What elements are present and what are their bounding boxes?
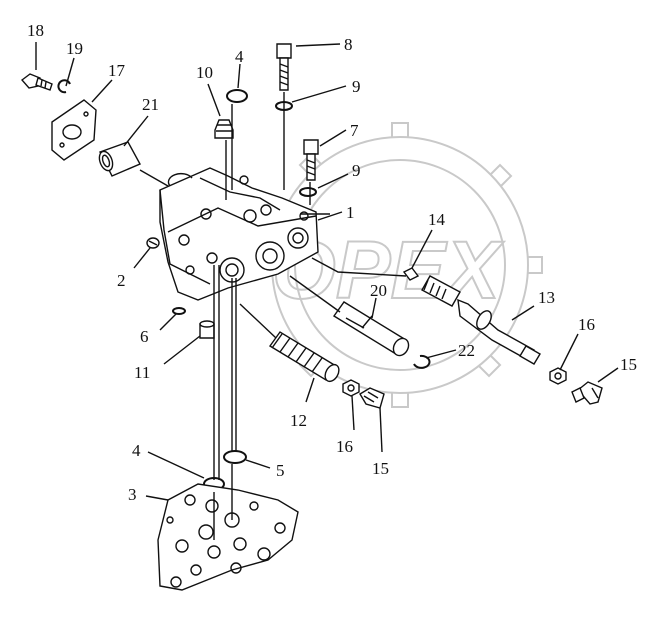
callout-7: 7 <box>350 121 359 140</box>
callout-labels: 18 19 17 21 10 4 8 9 7 9 1 14 2 20 13 6 … <box>27 21 637 504</box>
part-21-sleeve <box>98 141 141 177</box>
callout-19: 19 <box>66 39 83 58</box>
callout-15-center: 15 <box>372 459 389 478</box>
callout-18: 18 <box>27 21 44 40</box>
callout-17: 17 <box>108 61 126 80</box>
callout-4-top: 4 <box>235 47 244 66</box>
part-6-oring <box>172 307 186 315</box>
callout-9-lower: 9 <box>352 161 361 180</box>
callout-15-right: 15 <box>620 355 637 374</box>
callout-14: 14 <box>428 210 446 229</box>
part-12-spool-spring <box>268 331 340 383</box>
part-15-adjust-screw-center <box>359 387 385 409</box>
part-17-plate <box>51 99 97 161</box>
callout-2: 2 <box>117 271 126 290</box>
part-7-bolt <box>303 139 319 181</box>
part-22-snap-ring <box>413 354 431 369</box>
assembly-guide-lines <box>139 92 407 540</box>
callout-12: 12 <box>290 411 307 430</box>
callout-16-right: 16 <box>578 315 595 334</box>
part-1-valve-body <box>159 167 319 301</box>
part-16-nut-center <box>342 379 360 397</box>
part-18-bolt <box>20 73 53 91</box>
part-20-spool <box>332 301 410 357</box>
callout-1: 1 <box>346 203 355 222</box>
leader-lines <box>35 42 619 501</box>
watermark-gear-icon <box>257 122 543 408</box>
callout-10: 10 <box>196 63 213 82</box>
callout-4-bottom: 4 <box>132 441 141 460</box>
part-13-valve-assembly <box>421 275 541 365</box>
part-11-plug <box>199 320 215 339</box>
part-10-plug <box>214 119 234 139</box>
part-15-adjust-screw-right <box>571 381 603 405</box>
callout-5: 5 <box>276 461 285 480</box>
callout-22: 22 <box>458 341 475 360</box>
callout-9-upper: 9 <box>352 77 361 96</box>
callout-16-center: 16 <box>336 437 353 456</box>
part-14-plug <box>402 267 420 281</box>
callout-8: 8 <box>344 35 353 54</box>
callout-20: 20 <box>370 281 387 300</box>
part-3-plate <box>157 483 299 591</box>
callout-13: 13 <box>538 288 555 307</box>
part-5-oring <box>223 450 247 464</box>
callout-11: 11 <box>134 363 150 382</box>
part-9-washer-b <box>299 187 317 197</box>
callout-21: 21 <box>142 95 159 114</box>
part-4-oring-top <box>226 89 248 103</box>
callout-3: 3 <box>128 485 137 504</box>
part-8-bolt <box>276 43 292 91</box>
part-16-nut-right <box>549 367 567 385</box>
callout-6: 6 <box>140 327 149 346</box>
part-19-washer <box>57 79 71 94</box>
part-2-plug <box>146 237 160 249</box>
